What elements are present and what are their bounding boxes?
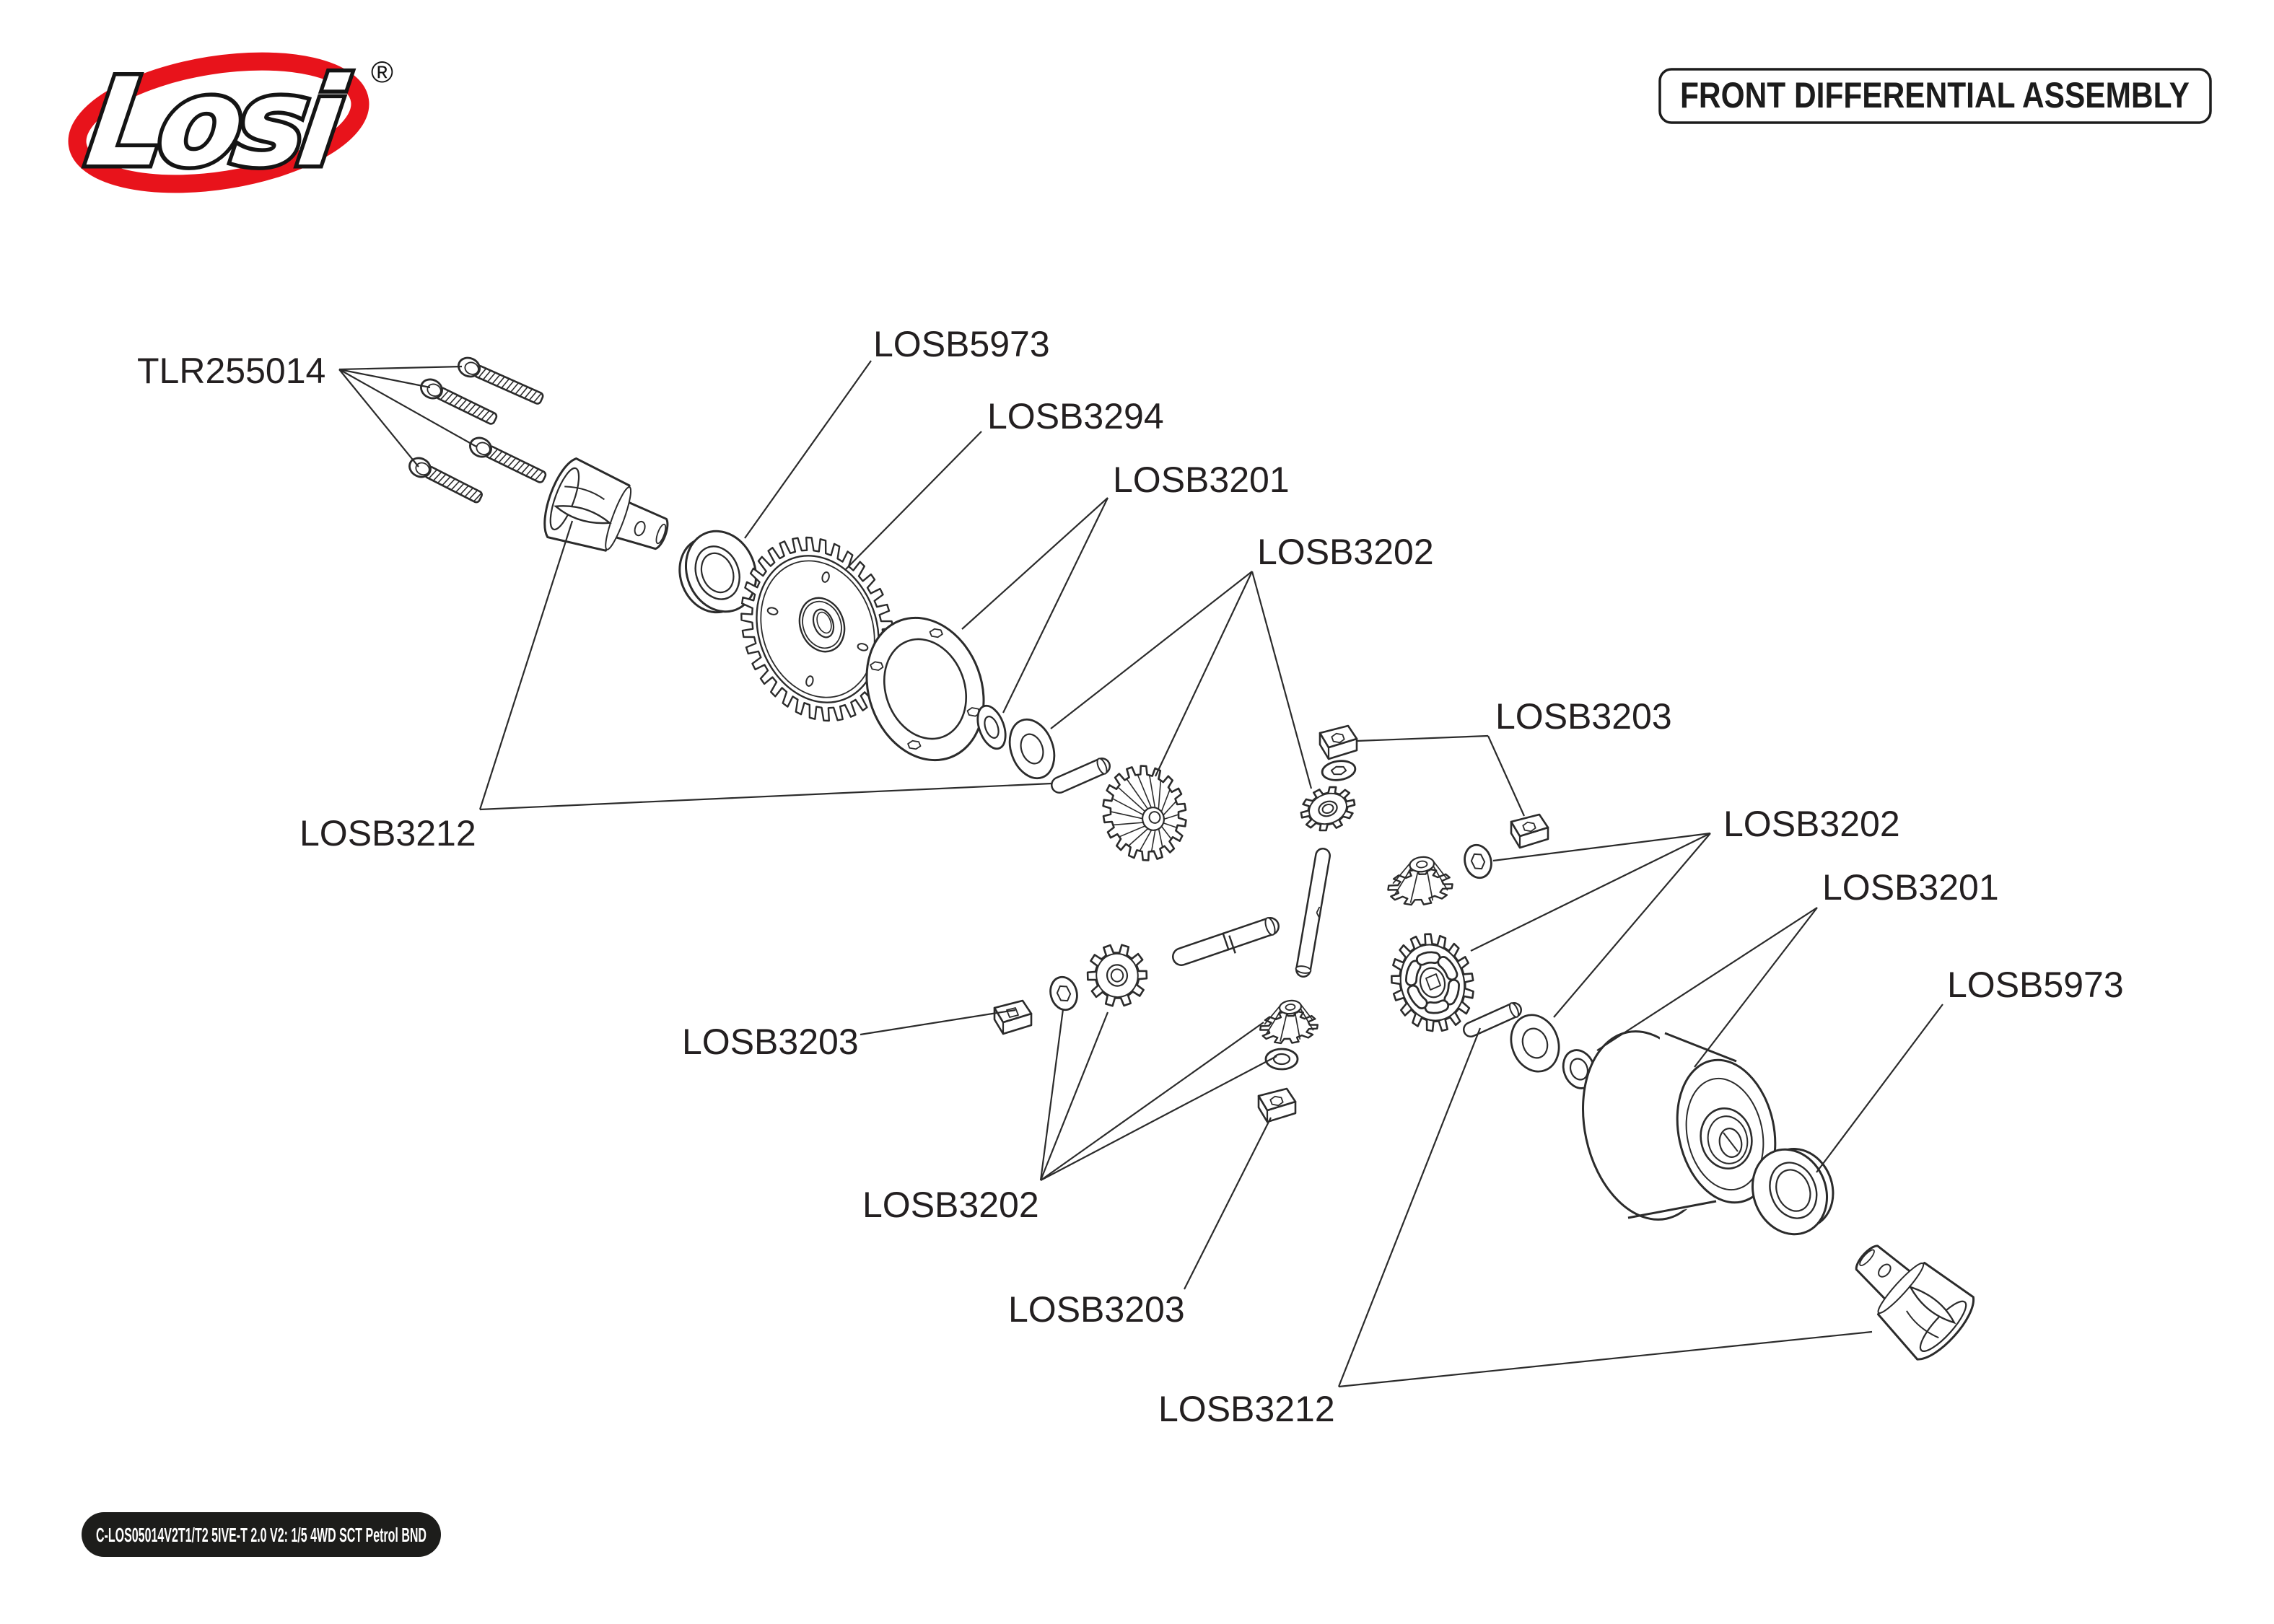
diff-pulley [1582,1030,1777,1221]
screw-4 [408,457,483,504]
part-label-7-losb3202: LOSB3202 [1723,804,1900,844]
leader-line-20 [478,520,574,810]
ring-gear [740,536,895,722]
square-nut-b [1510,813,1549,849]
logo-swoosh [68,52,369,193]
leader-line-15 [1470,833,1711,952]
diff-shaft [1295,848,1331,978]
washer-c [1264,1048,1299,1071]
leader-line-8 [1002,497,1108,714]
square-nut-a [1319,724,1358,760]
square-nut-d [1257,1087,1297,1123]
footer-pill [82,1512,441,1557]
diff-drive-gear [1391,933,1474,1032]
leader-line-21 [479,782,1052,811]
leader-line-9 [1050,571,1253,729]
gasket [865,616,985,762]
washer-left [1008,718,1056,780]
part-label-9-losb5973: LOSB5973 [1947,965,2124,1005]
cross-pin [1172,917,1280,966]
part-labels: TLR255014LOSB5973LOSB3294LOSB3201LOSB320… [137,324,2124,1429]
screw-2 [420,378,498,425]
title-box: FRONT DIFFERENTIAL ASSEMBLY [1658,68,2212,124]
leader-line-26 [1040,1055,1277,1181]
leader-line-18 [1596,907,1818,1051]
leader-line-10 [1155,571,1253,777]
part-label-5-losb3202: LOSB3202 [1257,532,1434,572]
outdrive-cup-right [1855,1245,1975,1361]
leader-line-13 [1487,735,1526,817]
leader-line-4 [338,369,419,468]
leader-line-14 [1492,832,1711,862]
leader-line-6 [845,431,982,570]
leader-line-17 [1694,907,1818,1068]
logo-registered-mark: ® [371,55,393,89]
parts-layer [408,356,1975,1361]
shim-washer-left [976,704,1007,750]
page-title: FRONT DIFFERENTIAL ASSEMBLY [1680,75,2190,115]
leader-line-11 [1251,571,1313,789]
leader-line-27 [1184,1117,1272,1290]
spider-gear-b [1086,944,1148,1007]
leader-line-22 [860,1009,1016,1036]
part-label-13-losb3203: LOSB3203 [1008,1289,1185,1330]
losi-logo: Losi ® [68,48,393,197]
logo-brand-text: Losi [80,52,354,193]
part-label-11-losb3203: LOSB3203 [682,1022,859,1062]
part-label-8-losb3201: LOSB3201 [1822,867,1999,908]
square-nut-c [993,999,1033,1035]
bearing-left [678,530,758,614]
part-label-2-losb5973: LOSB5973 [873,324,1050,364]
part-label-6-losb3203: LOSB3203 [1495,696,1672,737]
shim-washer-right [1510,1014,1560,1073]
leader-lines [338,360,1943,1388]
leader-line-24 [1039,1011,1109,1181]
leader-line-16 [1553,833,1711,1018]
side-gear-left [1102,765,1187,861]
leader-line-7 [961,497,1108,630]
leader-line-29 [1338,1330,1873,1388]
leader-line-12 [1356,734,1489,742]
bevel-gear-e [1387,856,1453,906]
leader-line-5 [744,360,872,539]
leader-line-25 [1040,1022,1264,1181]
leader-line-1 [338,365,463,371]
footer-badge: C-LOS05014V2T1/T2 5IVE-T 2.0 V2: 1/5 4WD… [82,1512,441,1557]
part-label-10-losb3212: LOSB3212 [299,813,476,853]
title-box-border [1658,68,2212,124]
footer-text: C-LOS05014V2T1/T2 5IVE-T 2.0 V2: 1/5 4WD… [96,1524,427,1546]
screw-1 [457,356,544,405]
spider-gear-a [1300,786,1356,832]
screw-3 [469,436,547,483]
part-label-14-losb3212: LOSB3212 [1158,1389,1335,1429]
bevel-pinion-c [1259,999,1319,1045]
leader-line-3 [338,369,477,447]
outdrive-cup-left [543,457,669,552]
part-label-12-losb3202: LOSB3202 [862,1185,1039,1225]
washer-e [1464,843,1492,879]
drive-pin-right [1463,1002,1522,1037]
leader-line-2 [338,368,431,389]
bearing-right [1751,1148,1834,1236]
leader-line-19 [1816,1004,1943,1173]
part-label-4-losb3201: LOSB3201 [1113,460,1290,500]
part-label-3-losb3294: LOSB3294 [987,396,1164,436]
part-label-1-tlr255014: TLR255014 [137,351,325,391]
leader-line-28 [1337,1027,1482,1387]
drive-pin-left [1051,758,1111,794]
leader-line-23 [1039,1009,1064,1181]
washer-b [1049,975,1078,1011]
washer-a [1321,760,1357,781]
